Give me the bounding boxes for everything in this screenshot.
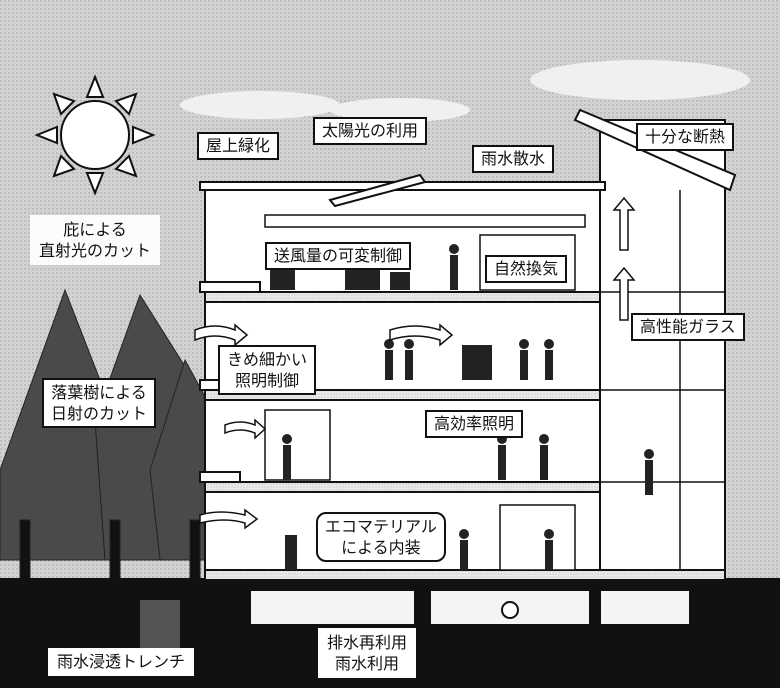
label-rain-trench: 雨水浸透トレンチ	[48, 648, 195, 676]
label-solar-use: 太陽光の利用	[313, 117, 428, 145]
label-green-roof: 屋上緑化	[197, 132, 280, 160]
label-drain-reuse: 排水再利用 雨水利用	[318, 628, 417, 678]
label-natural-ventilation: 自然換気	[485, 255, 568, 283]
label-rainwater-sprinkle: 雨水散水	[472, 145, 555, 173]
label-high-perf-glass: 高性能ガラス	[631, 313, 745, 341]
label-fine-lighting: きめ細かい 照明制御	[218, 345, 317, 395]
label-insulation: 十分な断熱	[636, 123, 735, 151]
person-icon	[270, 244, 654, 570]
label-efficient-lighting: 高効率照明	[425, 410, 524, 438]
label-deciduous-cut: 落葉樹による 日射のカット	[42, 378, 157, 428]
label-airflow-control: 送風量の可変制御	[265, 242, 412, 270]
label-eco-material: エコマテリアル による内装	[316, 512, 446, 562]
arrow-icon	[194, 196, 636, 530]
sun-icon	[34, 74, 156, 196]
label-eaves-cut: 庇による 直射光のカット	[30, 215, 161, 265]
